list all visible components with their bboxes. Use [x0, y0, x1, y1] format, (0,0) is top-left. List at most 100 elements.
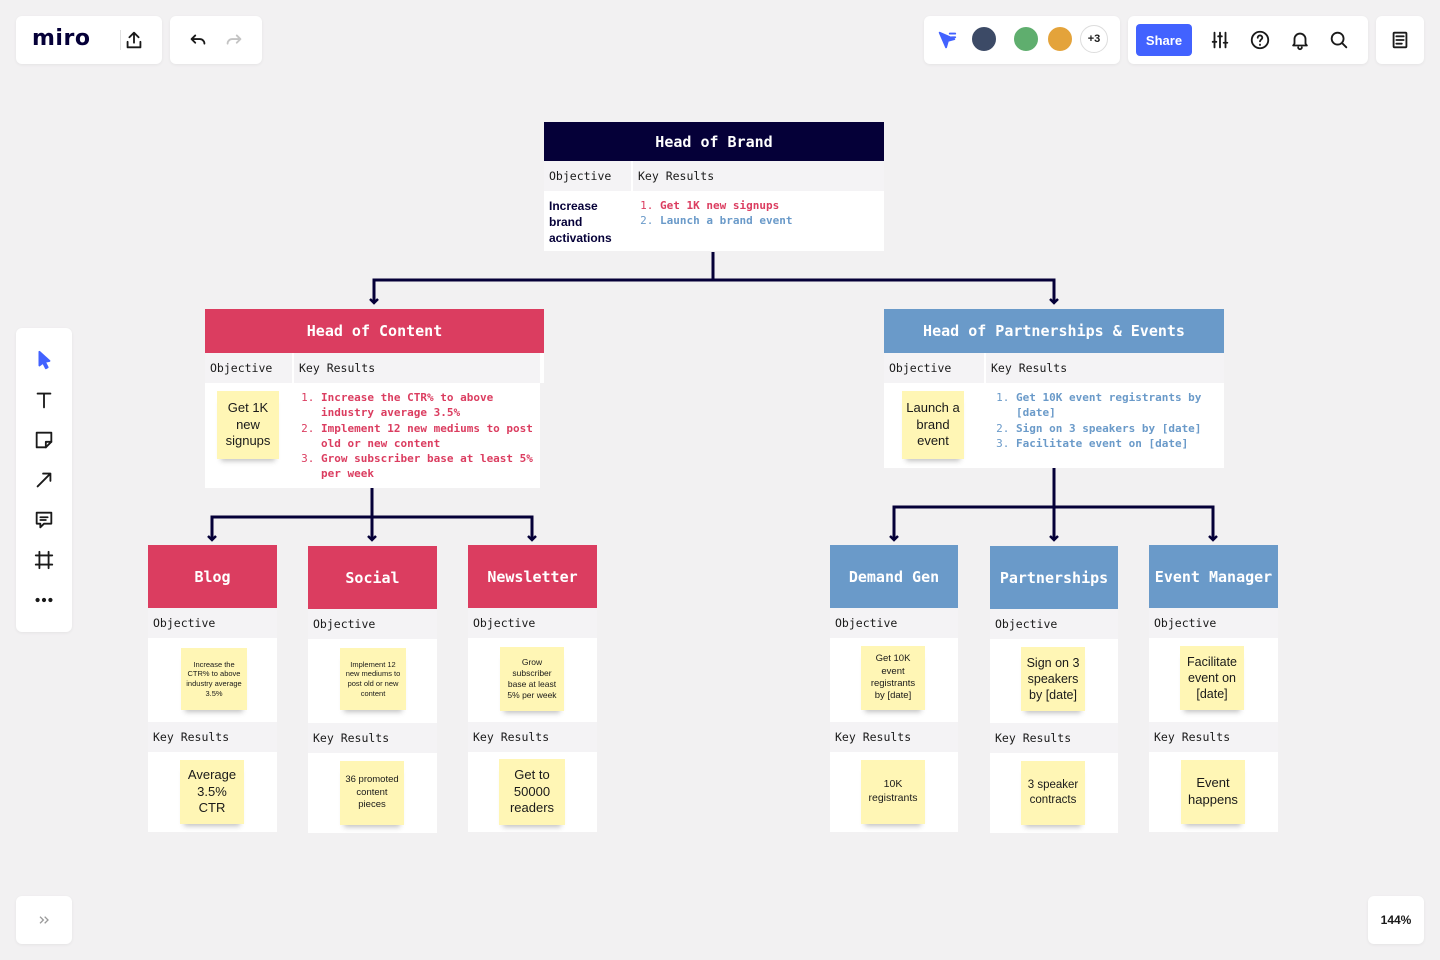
redo-button[interactable] — [217, 23, 251, 57]
sticky-note[interactable]: 3 speaker contracts — [1021, 761, 1085, 825]
key-results-label: Key Results — [148, 722, 277, 752]
top-left-panel: miro — [16, 16, 162, 64]
help-button[interactable] — [1243, 23, 1277, 57]
objective-label: Objective — [468, 608, 597, 638]
sticky-note[interactable]: 36 promoted content pieces — [340, 761, 404, 825]
card-partnerships[interactable]: Partnerships Objective Sign on 3 speaker… — [990, 546, 1118, 833]
avatar[interactable] — [970, 25, 998, 53]
key-result-item: Grow subscriber base at least 5% per wee… — [321, 451, 535, 482]
objective-label: Objective — [990, 609, 1118, 639]
settings-button[interactable] — [1203, 23, 1237, 57]
zoom-panel[interactable]: 144% — [1368, 896, 1424, 944]
card-newsletter[interactable]: Newsletter Objective Grow subscriber bas… — [468, 545, 597, 832]
pointer-icon — [38, 350, 51, 370]
sticky-note[interactable]: Average 3.5% CTR — [180, 760, 244, 824]
sticky-note[interactable]: Launch a brand event — [902, 391, 964, 459]
sticky-note-tool[interactable] — [16, 420, 72, 460]
key-results-label: Key Results — [990, 723, 1118, 753]
card-body: Get 1K new signups Increase the CTR% to … — [205, 383, 540, 488]
undo-redo-panel — [170, 16, 262, 64]
cursor-follow-button[interactable] — [930, 23, 964, 57]
card-title: Newsletter — [468, 545, 597, 608]
notifications-button[interactable] — [1283, 23, 1317, 57]
sticky-note[interactable]: Get 10K event registrants by [date] — [861, 646, 925, 710]
key-result-area: Average 3.5% CTR — [148, 752, 277, 832]
objective-area: Sign on 3 speakers by [date] — [990, 639, 1118, 723]
sticky-note[interactable]: Sign on 3 speakers by [date] — [1021, 647, 1085, 711]
sticky-note[interactable]: Get 1K new signups — [217, 391, 279, 459]
collaborators-count[interactable]: +3 — [1080, 25, 1108, 53]
sticky-note[interactable]: Implement 12 new mediums to post old or … — [340, 648, 406, 710]
sticky-note[interactable]: Increase the CTR% to above industry aver… — [181, 648, 247, 710]
key-results-label: Key Results — [468, 722, 597, 752]
card-body: Launch a brand event Get 10K event regis… — [884, 383, 1224, 468]
document-icon — [1392, 31, 1408, 49]
card-title: Demand Gen — [830, 545, 958, 608]
card-title: Partnerships — [990, 546, 1118, 609]
miro-logo[interactable]: miro — [32, 26, 91, 51]
sticky-note[interactable]: Facilitate event on [date] — [1180, 646, 1244, 710]
objective-label: Objective — [148, 608, 277, 638]
notes-button[interactable] — [1383, 23, 1417, 57]
connector — [369, 252, 715, 305]
arrow-line-icon — [36, 472, 52, 488]
key-result-item: Increase the CTR% to above industry aver… — [321, 390, 535, 421]
card-title: Head of Partnerships & Events — [884, 309, 1224, 353]
cursor-arrow-icon — [938, 31, 957, 49]
sticky-note[interactable]: Grow subscriber base at least 5% per wee… — [500, 647, 564, 711]
card-title: Blog — [148, 545, 277, 608]
chevrons-right-icon — [39, 916, 49, 924]
card-blog[interactable]: Blog Objective Increase the CTR% to abov… — [148, 545, 277, 832]
expand-panel-button[interactable] — [16, 896, 72, 944]
sticky-note[interactable]: Event happens — [1181, 760, 1245, 824]
connector — [889, 468, 1056, 542]
card-title: Head of Brand — [544, 122, 884, 161]
key-result-area: 3 speaker contracts — [990, 753, 1118, 833]
card-social[interactable]: Social Objective Implement 12 new medium… — [308, 546, 437, 833]
frame-tool[interactable] — [16, 540, 72, 580]
connector-tool[interactable] — [16, 460, 72, 500]
collaborators-panel: +3 — [924, 16, 1120, 64]
card-head-of-brand[interactable]: Head of Brand Objective Key Results Incr… — [544, 122, 884, 251]
connector — [713, 278, 1059, 305]
key-results-label: Key Results — [1149, 722, 1278, 752]
share-button[interactable]: Share — [1136, 24, 1192, 56]
help-icon — [1250, 30, 1270, 50]
key-result-area: 10K registrants — [830, 752, 958, 832]
redo-icon — [226, 34, 242, 45]
objective-label: Objective — [544, 161, 631, 191]
left-toolbar — [16, 328, 72, 632]
key-result-item: Implement 12 new mediums to post old or … — [321, 421, 535, 452]
search-button[interactable] — [1322, 23, 1356, 57]
text-tool[interactable] — [16, 380, 72, 420]
card-head-of-content[interactable]: Head of Content Objective Key Results Ge… — [205, 309, 544, 488]
sliders-icon — [1211, 31, 1229, 49]
key-results-list: Get 10K event registrants by [date] Sign… — [998, 390, 1220, 451]
objective-area: Facilitate event on [date] — [1149, 638, 1278, 722]
sticky-note[interactable]: 10K registrants — [861, 760, 925, 824]
avatar[interactable] — [1046, 25, 1074, 53]
comment-tool[interactable] — [16, 500, 72, 540]
undo-button[interactable] — [181, 23, 215, 57]
comment-icon — [35, 511, 53, 529]
frame-icon — [34, 550, 54, 570]
card-event-manager[interactable]: Event Manager Objective Facilitate event… — [1149, 545, 1278, 832]
key-result-area: Get to 50000 readers — [468, 752, 597, 832]
key-result-area: Event happens — [1149, 752, 1278, 832]
select-tool[interactable] — [16, 340, 72, 380]
key-results-label: Key Results — [986, 353, 1224, 383]
export-button[interactable] — [117, 23, 151, 57]
bell-icon — [1292, 32, 1308, 51]
card-demand-gen[interactable]: Demand Gen Objective Get 10K event regis… — [830, 545, 958, 832]
notes-panel — [1376, 16, 1424, 64]
key-results-label: Key Results — [633, 161, 884, 191]
card-title: Social — [308, 546, 437, 609]
zoom-level[interactable]: 144% — [1380, 913, 1412, 927]
card-head-of-partnerships-events[interactable]: Head of Partnerships & Events Objective … — [884, 309, 1224, 468]
objective-label: Objective — [1149, 608, 1278, 638]
key-results-label: Key Results — [294, 353, 540, 383]
sticky-note[interactable]: Get to 50000 readers — [499, 759, 565, 825]
upload-icon — [126, 31, 142, 49]
avatar[interactable] — [1012, 25, 1040, 53]
more-tools-button[interactable] — [16, 580, 72, 620]
